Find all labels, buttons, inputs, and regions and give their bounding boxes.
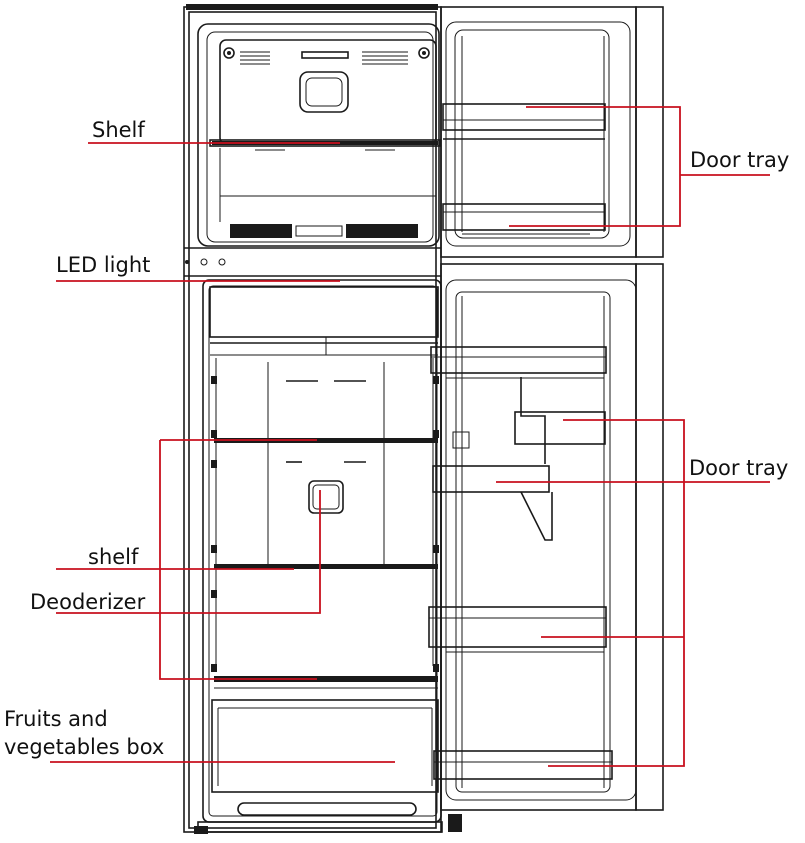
label-shelf-freezer: Shelf: [92, 118, 145, 142]
label-fruits-line1: Fruits and: [4, 707, 108, 731]
label-door-tray-fridge: Door tray: [689, 456, 789, 480]
label-fruits-line2: vegetables box: [4, 735, 165, 759]
label-shelf-fridge: shelf: [88, 545, 139, 569]
fridge-door: [428, 263, 664, 832]
freezer-compartment: [197, 23, 441, 247]
label-led-light: LED light: [56, 253, 151, 277]
freezer-door: [440, 6, 664, 258]
label-fruits-vegetables-box: Fruits and vegetables box: [4, 705, 164, 761]
leader-lines: [50, 106, 770, 767]
label-door-tray-freezer: Door tray: [690, 148, 790, 172]
label-deodorizer: Deoderizer: [30, 590, 146, 614]
fridge-compartment: [194, 279, 443, 834]
